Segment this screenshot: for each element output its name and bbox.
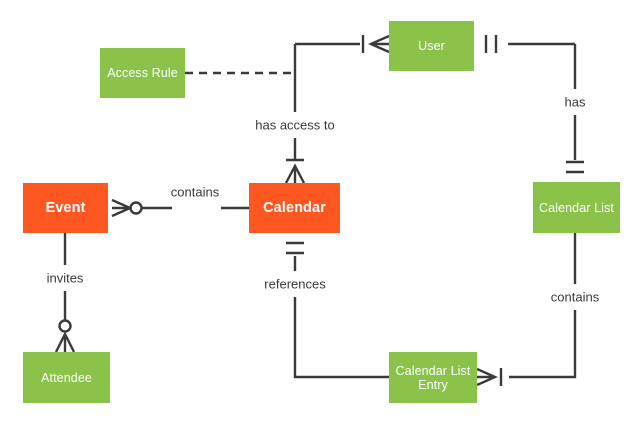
edge-calendar-references-lower <box>293 297 389 379</box>
edge-label-text: contains <box>170 184 220 200</box>
entity-label: Access Rule <box>107 66 178 80</box>
entity-label: User <box>418 39 445 53</box>
cardinality-event-right-zero-or-many <box>111 198 143 218</box>
entity-label: Calendar <box>263 200 326 216</box>
entity-calendar-list-entry[interactable]: Calendar List Entry <box>389 352 477 403</box>
entity-access-rule[interactable]: Access Rule <box>100 48 185 98</box>
entity-calendar[interactable]: Calendar <box>249 183 340 233</box>
entity-label: Event <box>45 200 86 216</box>
entity-event[interactable]: Event <box>23 183 108 233</box>
edge-label-text: references <box>264 276 326 292</box>
edge-label-invites: invites <box>43 270 87 286</box>
entity-user[interactable]: User <box>389 21 474 71</box>
entity-label: Attendee <box>41 370 92 385</box>
edge-label-contains-event-calendar: contains <box>167 184 223 200</box>
cardinality-calendar-top-one-or-many <box>284 158 306 184</box>
edge-label-text: has access to <box>255 117 335 133</box>
cardinality-entry-right-one-or-many <box>476 367 503 387</box>
cardinality-user-right-exactly-one <box>484 35 498 53</box>
cardinality-calendar-bottom-exactly-one <box>286 241 304 255</box>
entity-label-line-1: Calendar List <box>395 363 471 378</box>
edge-label-text: has <box>564 94 586 110</box>
entity-label-line-2: Entry <box>418 377 448 392</box>
edge-label-has-access-to: has access to <box>252 117 338 133</box>
edge-label-contains-list-entry: contains <box>547 289 603 305</box>
cardinality-user-left-one-or-many <box>361 34 390 54</box>
cardinality-calendar-list-top-exactly-one <box>566 160 584 174</box>
entity-attendee[interactable]: Attendee <box>23 352 110 403</box>
edge-label-references: references <box>261 276 329 292</box>
cardinality-attendee-top-zero-or-many <box>54 319 76 353</box>
edge-label-text: invites <box>46 270 84 286</box>
entity-label: Calendar List <box>539 200 614 215</box>
edge-list-entry-vert-lower <box>509 310 577 379</box>
edge-label-text: contains <box>550 289 600 305</box>
edge-label-has: has <box>561 94 589 110</box>
entity-calendar-list[interactable]: Calendar List <box>533 182 620 233</box>
